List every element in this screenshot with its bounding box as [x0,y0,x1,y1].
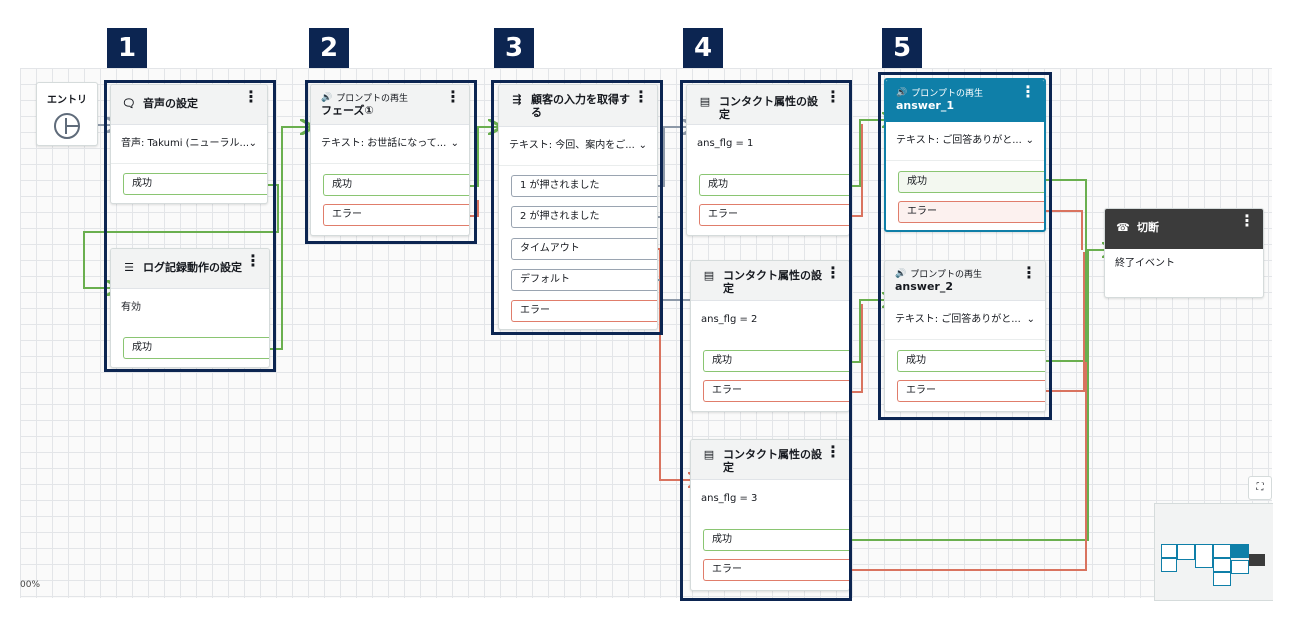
block-get-customer-input[interactable]: ⇶ 顧客の入力を取得する ⋮ テキスト: 今回、案内をご...⌄ 1 が押されまし… [498,84,658,330]
block-subtitle: プロンプトの再生 [911,89,983,99]
branch-success[interactable]: 成功 [699,174,849,196]
block-title: ログ記録動作の設定 [143,261,242,274]
more-options-icon[interactable]: ⋮ [825,442,841,461]
branch-pressed-2[interactable]: 2 が押されました [511,206,657,228]
more-options-icon[interactable]: ⋮ [1239,211,1255,230]
block-play-prompt-answer-1[interactable]: 🔊プロンプトの再生 answer_1 ⋮ テキスト: ご回答ありがと...⌄ 成… [884,78,1046,232]
branch-success[interactable]: 成功 [898,171,1044,193]
block-param: 終了イベント [1115,258,1175,269]
contact-attributes-icon: ▤ [703,269,715,282]
branch-success[interactable]: 成功 [703,529,849,551]
branch-error[interactable]: エラー [897,380,1045,402]
more-options-icon[interactable]: ⋮ [243,87,259,106]
chevron-down-icon[interactable]: ⌄ [1026,314,1035,325]
chevron-down-icon[interactable]: ⌄ [248,138,257,149]
branch-timeout[interactable]: タイムアウト [511,238,657,260]
speaker-icon: 🔊 [895,268,907,279]
entry-label: エントリ [47,95,87,106]
block-play-prompt-answer-2[interactable]: 🔊プロンプトの再生 answer_2 ⋮ テキスト: ご回答ありがと...⌄ 成… [884,260,1046,412]
branch-error[interactable]: エラー [323,204,469,226]
more-options-icon[interactable]: ⋮ [245,251,261,270]
highlight-box-4 [680,80,852,601]
callout-number-2: 2 [309,28,349,68]
branch-error[interactable]: エラー [511,300,657,322]
block-title: コンタクト属性の設定 [723,269,822,295]
block-set-contact-attributes-2[interactable]: ▤ コンタクト属性の設定 ⋮ ans_flg = 2 成功 エラー [690,260,850,412]
chevron-down-icon[interactable]: ⌄ [1025,135,1034,146]
speaker-icon: 🔊 [321,92,333,103]
more-options-icon[interactable]: ⋮ [1020,82,1036,101]
block-param: ans_flg = 1 [697,138,754,149]
chevron-down-icon[interactable]: ⌄ [450,138,459,149]
logging-settings-icon: ☰ [124,261,134,274]
block-param: ans_flg = 3 [701,493,758,504]
branch-error[interactable]: エラー [703,559,849,581]
block-param[interactable]: テキスト: ご回答ありがと...⌄ [885,301,1045,340]
block-param[interactable]: テキスト: ご回答ありがと...⌄ [886,122,1044,161]
block-param[interactable]: テキスト: 今回、案内をご...⌄ [499,127,657,166]
block-title: 顧客の入力を取得する [531,93,630,119]
customer-input-icon: ⇶ [512,93,522,106]
branch-default[interactable]: デフォルト [511,269,657,291]
callout-number-5: 5 [882,28,922,68]
branch-pressed-1[interactable]: 1 が押されました [511,175,657,197]
more-options-icon[interactable]: ⋮ [445,87,461,106]
highlight-box-3 [491,80,663,335]
block-title: 切断 [1137,221,1159,234]
contact-attributes-icon: ▤ [699,95,711,108]
block-param[interactable]: テキスト: お世話になって...⌄ [311,125,469,164]
branch-error[interactable]: エラー [898,201,1044,223]
block-title: フェーズ① [321,104,374,117]
block-set-logging[interactable]: ☰ ログ記録動作の設定 ⋮ 有効 成功 [110,248,270,368]
speaker-icon: 🔊 [896,87,908,98]
highlight-box-1 [104,80,276,372]
contact-attributes-icon: ▤ [703,448,715,461]
voice-settings-icon: 🗨 [122,97,136,110]
more-options-icon[interactable]: ⋮ [633,87,649,106]
block-disconnect[interactable]: ☎ 切断 ⋮ 終了イベント [1104,208,1264,298]
minimap[interactable] [1154,503,1273,601]
callout-number-4: 4 [683,28,723,68]
block-param[interactable]: 音声: Takumi (ニューラル...⌄ [111,125,267,164]
block-title: コンタクト属性の設定 [723,448,822,474]
block-param: ans_flg = 2 [701,314,758,325]
more-options-icon[interactable]: ⋮ [1021,263,1037,282]
block-subtitle: プロンプトの再生 [910,270,982,280]
highlight-box-2 [305,80,477,244]
entry-block[interactable]: エントリ [36,82,98,146]
branch-success[interactable]: 成功 [897,350,1045,372]
block-subtitle: プロンプトの再生 [336,94,408,104]
callout-number-1: 1 [107,28,147,68]
block-set-voice[interactable]: 🗨 音声の設定 ⋮ 音声: Takumi (ニューラル...⌄ 成功 [110,84,268,204]
branch-success[interactable]: 成功 [123,173,267,195]
zoom-level: 00% [20,580,41,590]
hang-up-icon: ☎ [1116,221,1130,234]
highlight-box-5 [878,72,1052,420]
branch-success[interactable]: 成功 [703,350,849,372]
block-set-contact-attributes-1[interactable]: ▤ コンタクト属性の設定 ⋮ ans_flg = 1 成功 エラー [686,84,850,236]
branch-error[interactable]: エラー [699,204,849,226]
block-param: 有効 [121,302,141,313]
chevron-down-icon[interactable]: ⌄ [638,140,647,151]
block-play-prompt-phase[interactable]: 🔊プロンプトの再生 フェーズ① ⋮ テキスト: お世話になって...⌄ 成功 エ… [310,84,470,236]
block-title: answer_1 [896,99,955,112]
branch-success[interactable]: 成功 [323,174,469,196]
block-title: 音声の設定 [143,97,198,110]
entry-point-icon [54,113,80,139]
block-title: コンタクト属性の設定 [719,95,818,121]
more-options-icon[interactable]: ⋮ [825,263,841,282]
more-options-icon[interactable]: ⋮ [825,87,841,106]
callout-number-3: 3 [494,28,534,68]
fit-to-screen-icon[interactable]: ⛶ [1248,476,1272,500]
block-title: answer_2 [895,280,954,293]
branch-error[interactable]: エラー [703,380,849,402]
branch-success[interactable]: 成功 [123,337,269,359]
